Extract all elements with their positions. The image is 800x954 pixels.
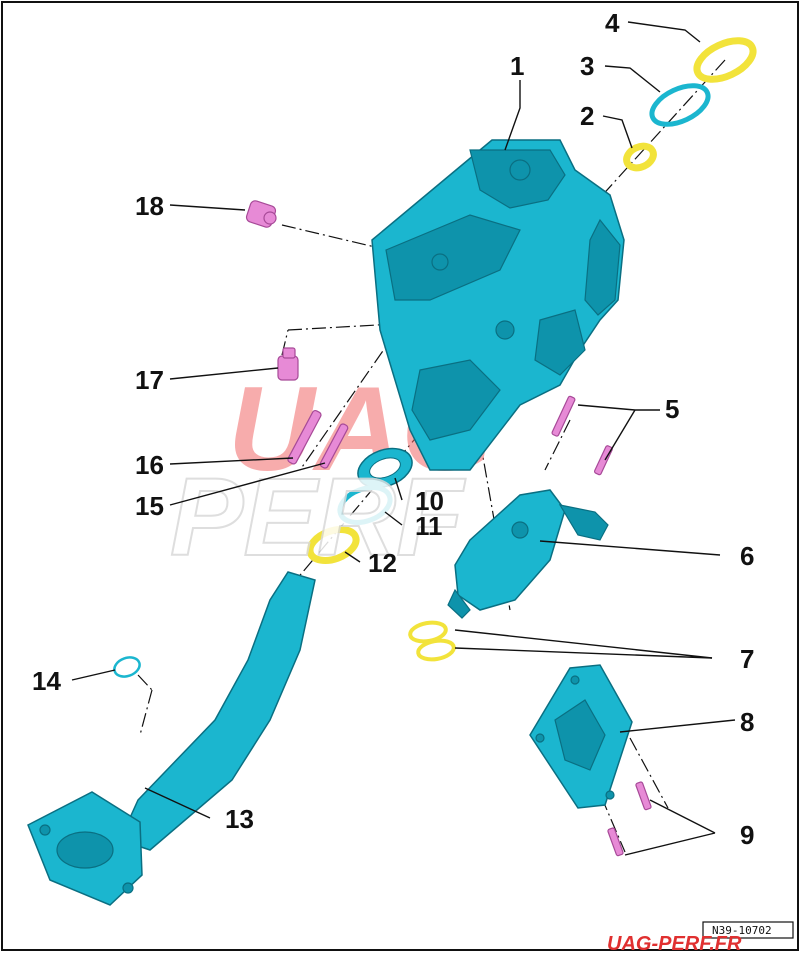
callout-14: 14 — [32, 666, 61, 696]
brand-logo: UAG-PERF.FR — [607, 933, 742, 954]
plug-17 — [277, 347, 299, 381]
callout-10: 10 — [415, 486, 444, 516]
drawing-code: N39-10702 — [712, 924, 772, 937]
gearbox-housing — [371, 139, 625, 471]
callout-12: 12 — [368, 548, 397, 578]
ring-4 — [693, 37, 757, 83]
callout-2: 2 — [580, 101, 594, 131]
o-ring-14 — [113, 656, 141, 678]
callout-4: 4 — [605, 8, 620, 38]
drive-shaft — [27, 571, 316, 906]
callout-18: 18 — [135, 191, 164, 221]
callout-15: 15 — [135, 491, 164, 521]
plug-18 — [245, 200, 277, 228]
callout-7: 7 — [740, 644, 754, 674]
seal-10 — [357, 447, 413, 489]
bolts-5 — [551, 395, 613, 476]
callout-3: 3 — [580, 51, 594, 81]
bolt-16 — [287, 409, 322, 465]
o-rings-7 — [408, 620, 456, 662]
ring-3 — [649, 83, 711, 127]
watermark-perf: PERF — [170, 456, 466, 579]
callout-17: 17 — [135, 365, 164, 395]
callout-13: 13 — [225, 804, 254, 834]
callout-16: 16 — [135, 450, 164, 480]
leader-lines — [71, 21, 736, 856]
ring-2 — [623, 142, 657, 172]
ring-12 — [306, 525, 360, 565]
callout-6: 6 — [740, 541, 754, 571]
bolt-15 — [319, 423, 349, 469]
circlip-11 — [337, 485, 393, 525]
cover-plate — [529, 664, 633, 809]
callout-8: 8 — [740, 707, 754, 737]
bolts-9 — [607, 781, 652, 857]
callout-1: 1 — [510, 51, 524, 81]
callout-11: 11 — [415, 511, 443, 541]
drawing-code-box — [702, 921, 794, 939]
callout-labels: 1 2 3 4 5 6 7 8 9 10 11 12 13 14 15 16 1… — [32, 8, 754, 850]
actuator-unit — [447, 489, 609, 619]
callout-5: 5 — [665, 394, 679, 424]
callout-9: 9 — [740, 820, 754, 850]
